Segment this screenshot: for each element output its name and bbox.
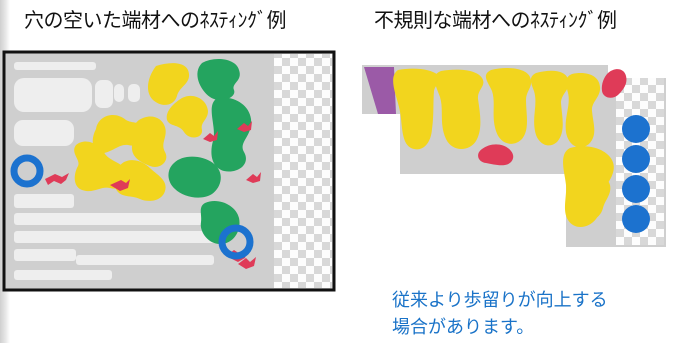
- left-example-title: 穴の空いた端材へのﾈｽﾃｨﾝｸﾞ例: [24, 8, 287, 32]
- left-cutout-holes: [14, 62, 224, 280]
- right-red-parts: [478, 69, 627, 166]
- right-example-title: 不規則な端材へのﾈｽﾃｨﾝｸﾞ例: [374, 8, 617, 32]
- left-nesting-figure: [2, 50, 336, 292]
- yield-note-line-2: 場合があります。: [392, 317, 535, 338]
- left-green-parts: [168, 58, 252, 245]
- right-purple-part: [364, 67, 396, 114]
- right-nesting-figure: [362, 65, 666, 247]
- right-yellow-parts: [393, 68, 614, 228]
- yield-note-line-1: 従来より歩留りが向上する: [392, 290, 608, 311]
- left-blue-rings: [10, 154, 254, 260]
- right-blue-discs: [622, 115, 650, 233]
- yield-improvement-note: 従来より歩留りが向上する 場合があります。: [392, 287, 662, 341]
- left-yellow-parts: [74, 63, 208, 201]
- left-empty-area: [274, 54, 332, 288]
